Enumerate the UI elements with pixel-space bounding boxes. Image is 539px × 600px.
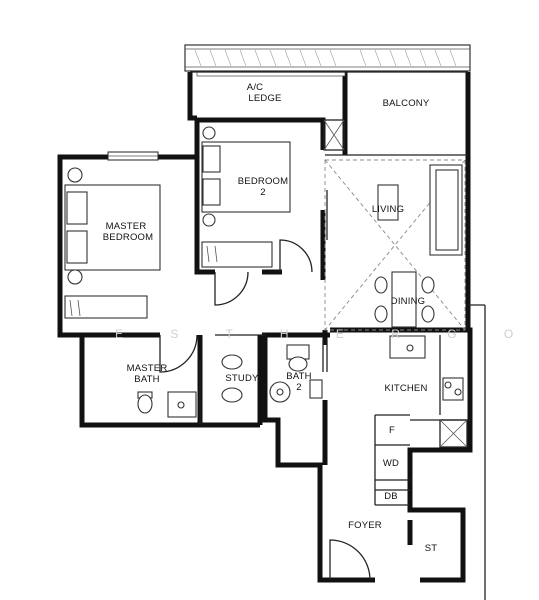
balcony-label: BALCONY (383, 98, 430, 109)
bedroom2-label-line1: BEDROOM (238, 176, 289, 187)
dining-label: DINING (391, 296, 425, 307)
master-bedroom-label-line1: MASTER (106, 221, 147, 232)
foyer-label: FOYER (348, 520, 382, 531)
kitchen-fittings (389, 335, 464, 401)
store-label: ST (425, 543, 438, 554)
bath-fittings (137, 344, 323, 418)
washer-label: WD (383, 458, 399, 469)
bedroom2-label-line2: 2 (260, 187, 265, 198)
master-bath-label-line1: MASTER (127, 363, 168, 374)
master-bedroom-label-line2: BEDROOM (103, 232, 154, 243)
ac-ledge-label-line2: LEDGE (248, 93, 281, 104)
living-furniture (374, 164, 463, 328)
room-labels: A/C LEDGE BALCONY BEDROOM 2 MASTER BEDRO… (103, 82, 438, 554)
ac-ledge-hatch (184, 44, 471, 72)
master-bath-label-line2: BATH (134, 374, 159, 385)
partitions (190, 71, 486, 600)
doors (159, 190, 371, 581)
bath2-label-line2: 2 (296, 382, 301, 393)
db-label: DB (384, 491, 398, 502)
structural-walls (57, 72, 473, 583)
ac-ledge-label-line1: A/C (247, 82, 263, 93)
watermark: E S T H E R G O H (115, 327, 539, 341)
master-bedroom-furniture (64, 167, 161, 319)
fridge-label: F (389, 425, 395, 436)
living-label: LIVING (372, 204, 404, 215)
study-label: STUDY (225, 373, 259, 384)
bedroom2-furniture (201, 126, 291, 268)
bath2-label-line1: BATH (286, 371, 311, 382)
kitchen-label: KITCHEN (384, 383, 427, 394)
